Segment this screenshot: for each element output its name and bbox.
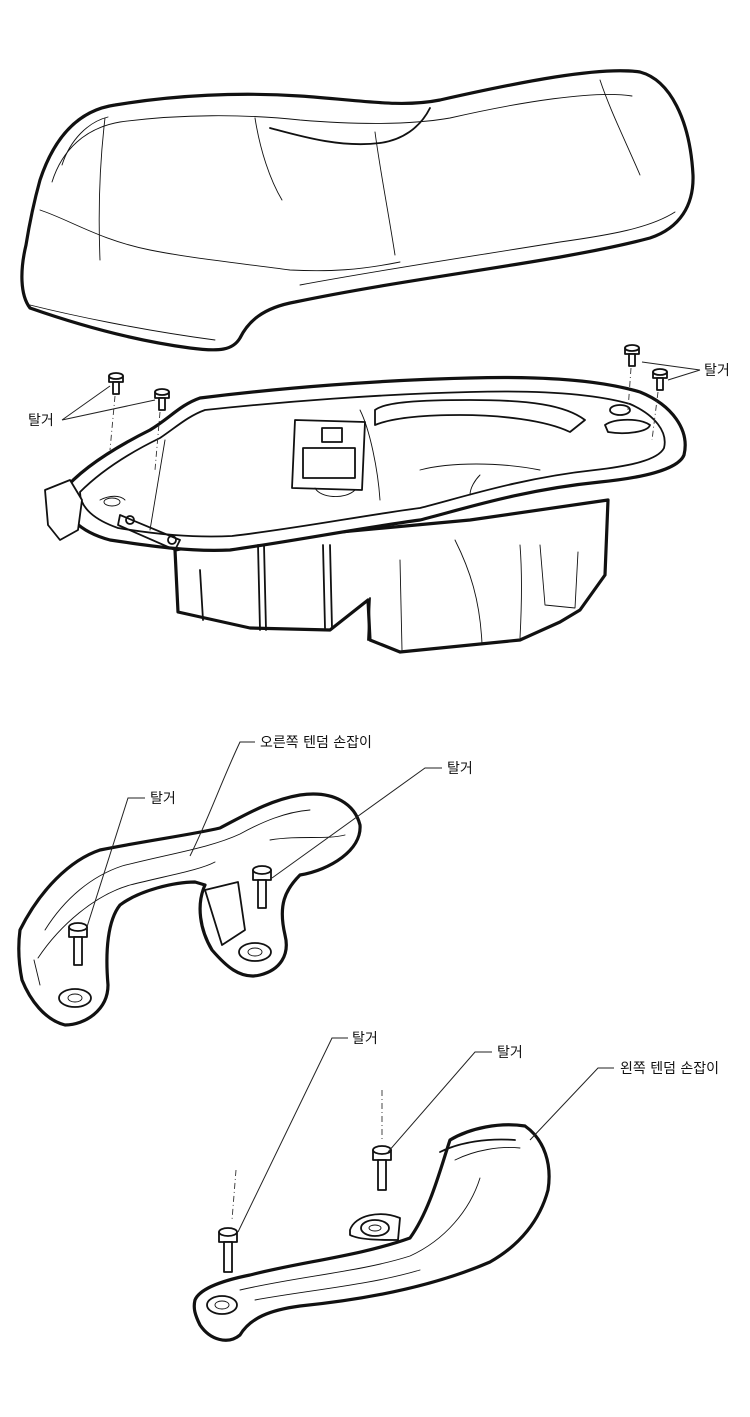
leader-left-handle-bolt-left: [237, 1037, 348, 1233]
label-right-handle: 오른쪽 텐덤 손잡이: [260, 735, 372, 751]
right-handle-illustration: [17, 792, 362, 1027]
storage-box-illustration: [44, 375, 687, 654]
label-seat-bolts-left: 탈거: [28, 413, 54, 429]
leader-seat-bolts-left: [61, 385, 156, 421]
seat-illustration: [20, 69, 695, 352]
seat-bolt-icons: [108, 344, 668, 471]
leader-left-handle: [529, 1067, 614, 1141]
leader-right-handle: [189, 741, 255, 857]
leader-right-handle-bolt-left: [85, 797, 145, 931]
leader-seat-bolts-right: [641, 361, 701, 381]
leader-right-handle-bolt-right: [271, 767, 442, 879]
label-seat-bolts-right: 탈거: [704, 363, 730, 379]
label-left-handle-bolt-left: 탈거: [352, 1031, 378, 1047]
label-right-handle-bolt-left: 탈거: [150, 791, 176, 807]
left-handle-illustration: [192, 1090, 551, 1342]
leader-left-handle-bolt-right: [387, 1051, 492, 1153]
label-left-handle: 왼쪽 텐덤 손잡이: [620, 1061, 719, 1077]
label-right-handle-bolt-right: 탈거: [447, 761, 473, 777]
label-left-handle-bolt-right: 탈거: [497, 1045, 523, 1061]
